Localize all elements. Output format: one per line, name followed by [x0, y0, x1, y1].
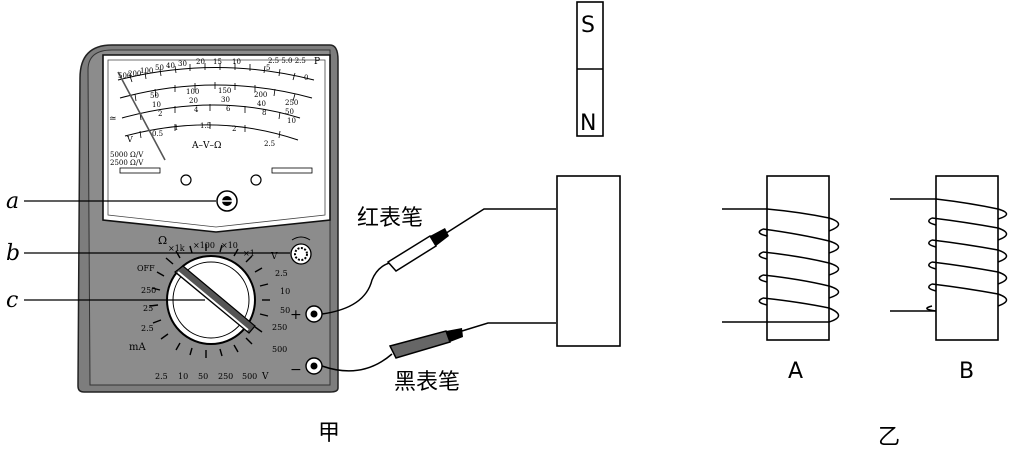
range-off: OFF	[137, 264, 155, 273]
ohm-zero-knob[interactable]	[290, 236, 312, 265]
range-2-5ma: 2.5	[141, 324, 154, 333]
ohm-range-label: Ω	[158, 234, 167, 247]
scale-50: 50	[150, 92, 159, 100]
label-a: a	[6, 189, 19, 214]
scale-150: 150	[218, 87, 231, 95]
label-b: b	[6, 241, 20, 266]
black-probe[interactable]	[388, 328, 463, 359]
ohm-scale-20: 20	[196, 58, 205, 66]
scale-6: 6	[226, 105, 231, 113]
scale-10b: 10	[287, 117, 296, 125]
black-probe-label: 黑表笔	[394, 370, 460, 395]
scale-1-5: 1.5	[200, 122, 211, 130]
scale-2: 2	[158, 110, 162, 118]
scale-2: 2	[232, 125, 236, 133]
acv-unit: V	[270, 252, 278, 262]
scale-10: 10	[152, 101, 161, 109]
figure-caption-yi: 乙	[878, 425, 900, 449]
label-c: c	[6, 288, 18, 313]
minus-terminal-label: −	[290, 362, 302, 378]
range-v-250: 250	[272, 323, 287, 332]
range-dcv-500: 500	[242, 372, 257, 381]
sensitivity-1: 5000 Ω/V	[110, 151, 144, 159]
scale-100: 100	[186, 88, 199, 96]
figure-caption-jia: 甲	[318, 421, 340, 446]
scale-4: 4	[194, 106, 199, 114]
scale-40: 40	[257, 100, 266, 108]
coil-box	[556, 175, 621, 347]
dial-center-label: A–V–Ω	[191, 141, 221, 151]
dcv-unit: V	[261, 372, 269, 382]
range-dcv-10: 10	[178, 372, 188, 381]
range-v-500: 500	[272, 345, 287, 354]
range-v-50: 50	[280, 306, 290, 315]
coil-b-label: B	[959, 359, 974, 384]
scale-0-5: 0.5	[152, 130, 163, 138]
probe-leads	[321, 208, 556, 372]
magnet-s-label: S	[581, 13, 595, 38]
meter-needle	[117, 71, 166, 161]
range-25ma: 25	[143, 304, 153, 313]
ohm-scale-200: 200	[128, 70, 141, 78]
ohm-scale-15: 15	[213, 58, 222, 66]
range-dcv-2-5: 2.5	[155, 372, 168, 381]
scale-8: 8	[262, 109, 266, 117]
magnet-n-label: N	[580, 111, 596, 136]
ohm-scale-5: 5	[266, 64, 270, 72]
scale-200: 200	[254, 91, 267, 99]
ohm-scale-10: 10	[232, 58, 241, 66]
range-dcv-50: 50	[198, 372, 208, 381]
range-250ma: 250	[141, 286, 156, 295]
scale-20: 20	[189, 97, 198, 105]
red-probe[interactable]	[386, 228, 449, 272]
top-right-scale: 2.5 5.0 2.5	[268, 57, 306, 65]
coil-a	[722, 175, 840, 341]
ac-dc-symbol: ≃	[109, 114, 117, 124]
range-x1k: ×1k	[168, 244, 185, 253]
scale-2-5: 2.5	[264, 140, 275, 148]
ohm-scale-30: 30	[178, 60, 187, 68]
range-x10: ×10	[221, 241, 238, 250]
ohm-scale-500: 500	[118, 72, 131, 80]
pointer-lines	[24, 200, 290, 301]
sensitivity-2: 2500 Ω/V	[110, 159, 144, 167]
multimeter: 500 200 100 50 40 30 20 15 10 5 0 50 100…	[77, 44, 339, 393]
ohm-scale-40: 40	[166, 62, 175, 70]
range-dcv-250: 250	[218, 372, 233, 381]
ohm-scale-100: 100	[140, 67, 153, 75]
plus-terminal-label: +	[290, 307, 302, 323]
ohm-scale-50: 50	[155, 64, 164, 72]
coil-a-label: A	[788, 359, 803, 384]
range-v-2-5: 2.5	[275, 269, 288, 278]
bar-magnet	[576, 1, 604, 137]
scale-30: 30	[221, 96, 230, 104]
red-probe-label: 红表笔	[357, 206, 423, 231]
ma-unit: mA	[129, 342, 146, 353]
scale-250: 250	[285, 99, 298, 107]
ohm-scale-0: 0	[304, 74, 308, 82]
scale-50b: 50	[285, 108, 294, 116]
coil-b	[890, 175, 1008, 341]
range-v-10: 10	[280, 287, 290, 296]
dc-v-symbol: V	[126, 135, 133, 144]
top-right-p: P	[314, 57, 320, 67]
range-x100: ×100	[193, 241, 215, 250]
scale-1: 1	[174, 124, 178, 132]
